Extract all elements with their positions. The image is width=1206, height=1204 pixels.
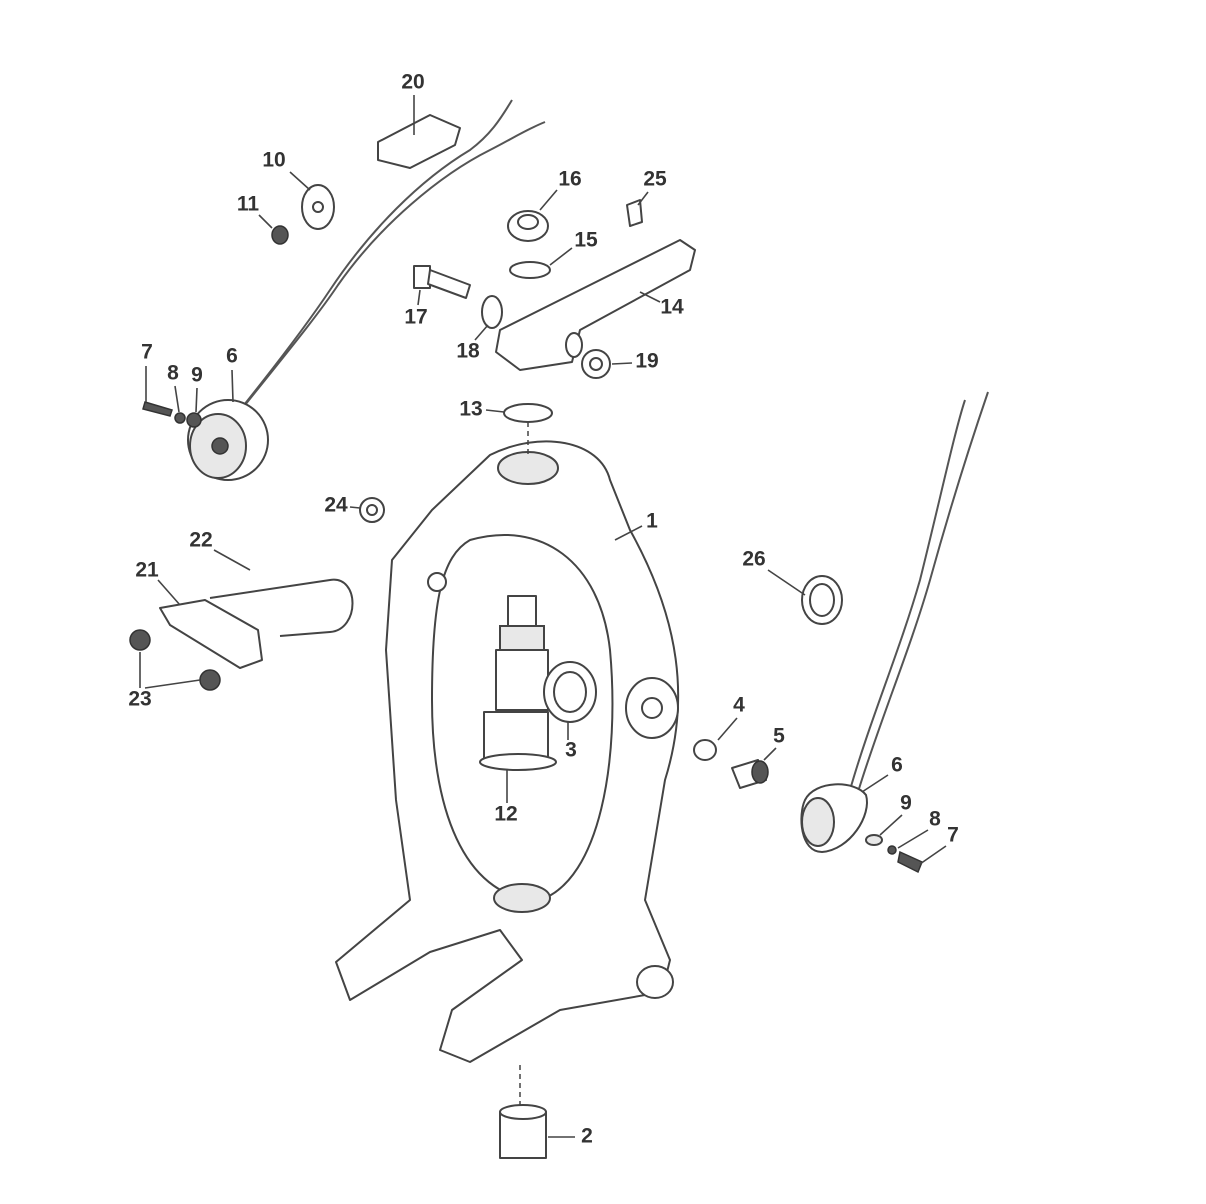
callout-20: 20 bbox=[401, 71, 424, 94]
callout-10: 10 bbox=[262, 149, 285, 172]
callout-24: 24 bbox=[324, 494, 348, 517]
callout-16: 16 bbox=[558, 168, 581, 191]
steering-arm-14 bbox=[495, 239, 696, 371]
pin-17 bbox=[413, 265, 471, 299]
trim-sender-right bbox=[800, 783, 868, 853]
callout-8-right: 8 bbox=[929, 808, 941, 831]
bushing-2 bbox=[499, 1104, 547, 1159]
callout-21: 21 bbox=[135, 559, 159, 582]
trim-sender-left bbox=[187, 399, 269, 481]
washer-18 bbox=[481, 295, 503, 329]
bushing-5 bbox=[731, 759, 769, 789]
callout-2: 2 bbox=[581, 1125, 593, 1148]
callout-6-right: 6 bbox=[891, 754, 903, 777]
callout-26: 26 bbox=[742, 548, 765, 571]
clamp-26 bbox=[801, 575, 843, 625]
spacer-9-left bbox=[186, 412, 202, 428]
bushing-4 bbox=[693, 739, 717, 761]
callout-4: 4 bbox=[733, 694, 745, 717]
nut-16 bbox=[507, 210, 549, 242]
sender-bracket-20 bbox=[377, 114, 461, 169]
callout-1: 1 bbox=[646, 510, 658, 533]
callout-23: 23 bbox=[128, 688, 151, 711]
washer-15 bbox=[509, 261, 551, 279]
screw-25 bbox=[626, 199, 643, 227]
leader-lines bbox=[139, 95, 947, 1138]
nuts-23 bbox=[129, 629, 221, 691]
callout-18: 18 bbox=[456, 340, 480, 363]
callout-14: 14 bbox=[660, 296, 684, 319]
callout-13: 13 bbox=[459, 398, 482, 421]
washer-8-right bbox=[887, 845, 897, 855]
trim-sender-wire-left bbox=[239, 99, 546, 411]
callout-9-right: 9 bbox=[900, 792, 912, 815]
steering-shaft-12 bbox=[479, 595, 557, 771]
callout-3: 3 bbox=[565, 739, 577, 762]
retainer-10 bbox=[301, 184, 335, 230]
callout-labels: 20 10 11 16 25 15 17 14 18 19 7 8 9 6 13… bbox=[128, 71, 959, 1148]
callout-15: 15 bbox=[574, 229, 598, 252]
callout-11: 11 bbox=[237, 193, 260, 216]
screw-7-right bbox=[897, 850, 923, 874]
u-bolt-22 bbox=[209, 578, 354, 637]
washer-13 bbox=[503, 403, 553, 423]
screw-7-left bbox=[142, 401, 173, 417]
washer-8-left bbox=[174, 412, 186, 424]
callout-17: 17 bbox=[404, 306, 427, 329]
callout-7-right: 7 bbox=[947, 824, 959, 847]
washer-3-hole bbox=[553, 671, 587, 713]
callout-22: 22 bbox=[189, 529, 212, 552]
spacer-9-right bbox=[865, 834, 883, 846]
nut-24 bbox=[359, 497, 385, 523]
plate-21 bbox=[159, 599, 263, 669]
callout-6-left: 6 bbox=[226, 345, 238, 368]
callout-8-left: 8 bbox=[167, 362, 179, 385]
nut-19 bbox=[581, 349, 611, 379]
callout-9-left: 9 bbox=[191, 364, 203, 387]
callout-7-left: 7 bbox=[141, 341, 153, 364]
callout-25: 25 bbox=[643, 168, 667, 191]
callout-5: 5 bbox=[773, 725, 785, 748]
callout-19: 19 bbox=[635, 350, 658, 373]
callout-12: 12 bbox=[494, 803, 517, 826]
screw-11 bbox=[271, 225, 289, 245]
trim-sender-wire-right bbox=[849, 391, 989, 793]
